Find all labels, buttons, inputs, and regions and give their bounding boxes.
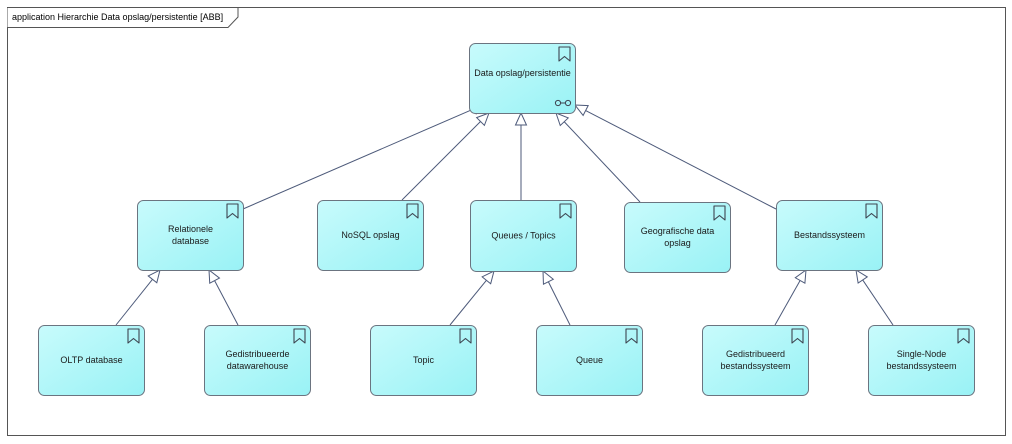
bookmark-icon <box>791 328 804 344</box>
bookmark-icon <box>625 328 638 344</box>
node-box <box>536 325 643 396</box>
node-box <box>702 325 809 396</box>
node-queue[interactable]: Queue <box>536 325 643 396</box>
interface-link-icon <box>554 99 572 107</box>
node-label: Data opslag/persistentie <box>474 68 571 78</box>
bookmark-icon <box>406 203 419 219</box>
node-bestand[interactable]: Bestandssysteem <box>776 200 883 271</box>
generalization-arrowhead <box>475 112 490 127</box>
node-box <box>470 200 577 272</box>
generalization-arrowhead <box>855 269 869 284</box>
node-box <box>317 200 424 271</box>
node-box <box>624 202 731 273</box>
generalization-arrowhead <box>542 269 555 285</box>
node-box <box>469 43 576 114</box>
bookmark-icon <box>713 205 726 221</box>
edge-line <box>401 121 481 201</box>
node-root[interactable]: Data opslag/persistentie <box>469 43 576 114</box>
generalization-arrowhead <box>514 111 528 126</box>
edges-layer <box>115 103 894 326</box>
generalization-arrowhead <box>208 268 221 284</box>
generalization-arrowhead <box>573 104 589 117</box>
node-label: Bestandssysteem <box>794 230 865 240</box>
node-nosql[interactable]: NoSQL opslag <box>317 200 424 271</box>
edge-line <box>585 110 777 210</box>
generalization-arrowhead <box>481 270 495 285</box>
diagram-title: application Hierarchie Data opslag/persi… <box>12 12 223 22</box>
node-queues[interactable]: Queues / Topics <box>470 200 577 272</box>
node-oltp[interactable]: OLTP database <box>38 325 145 396</box>
edge-line <box>449 279 487 326</box>
bookmark-icon <box>226 203 239 219</box>
edge-queues-to-root <box>514 111 528 200</box>
bookmark-icon <box>558 46 571 62</box>
edge-line <box>774 280 801 326</box>
edge-nosql-to-root <box>401 112 490 201</box>
edge-line <box>547 281 571 326</box>
generalization-arrowhead <box>147 269 161 284</box>
node-label: Topic <box>413 355 435 365</box>
edge-line <box>563 121 641 203</box>
bookmark-icon <box>127 328 140 344</box>
generalization-arrowhead <box>794 268 807 284</box>
edge-queue-to-queues <box>542 269 571 326</box>
edge-topic-to-queues <box>449 270 495 326</box>
edge-dwh-to-relationele <box>208 268 239 326</box>
node-label: Queue <box>576 355 603 365</box>
node-box <box>38 325 145 396</box>
title-tab: application Hierarchie Data opslag/persi… <box>7 7 239 28</box>
node-box <box>137 200 244 271</box>
bookmark-icon <box>293 328 306 344</box>
edge-geografische-to-root <box>555 112 641 203</box>
node-box <box>204 325 311 396</box>
bookmark-icon <box>459 328 472 344</box>
generalization-arrowhead <box>555 112 570 127</box>
edge-line <box>242 108 475 210</box>
node-label: NoSQL opslag <box>341 230 399 240</box>
edge-singlenode-to-bestand <box>855 269 894 326</box>
node-label: Queues / Topics <box>491 231 556 241</box>
edge-bestand-to-root <box>573 104 777 210</box>
edge-relationele-to-root <box>242 103 487 210</box>
bookmark-icon <box>865 203 878 219</box>
node-box <box>868 325 975 396</box>
node-topic[interactable]: Topic <box>370 325 477 396</box>
edge-gedbestand-to-bestand <box>774 268 807 326</box>
edge-oltp-to-relationele <box>115 269 161 326</box>
node-box <box>370 325 477 396</box>
edge-line <box>862 279 894 326</box>
diagram-frame <box>7 7 1006 436</box>
bookmark-icon <box>559 203 572 219</box>
node-box <box>776 200 883 271</box>
edge-line <box>115 279 153 326</box>
edge-line <box>214 280 239 326</box>
bookmark-icon <box>957 328 970 344</box>
node-label: OLTP database <box>60 355 122 365</box>
